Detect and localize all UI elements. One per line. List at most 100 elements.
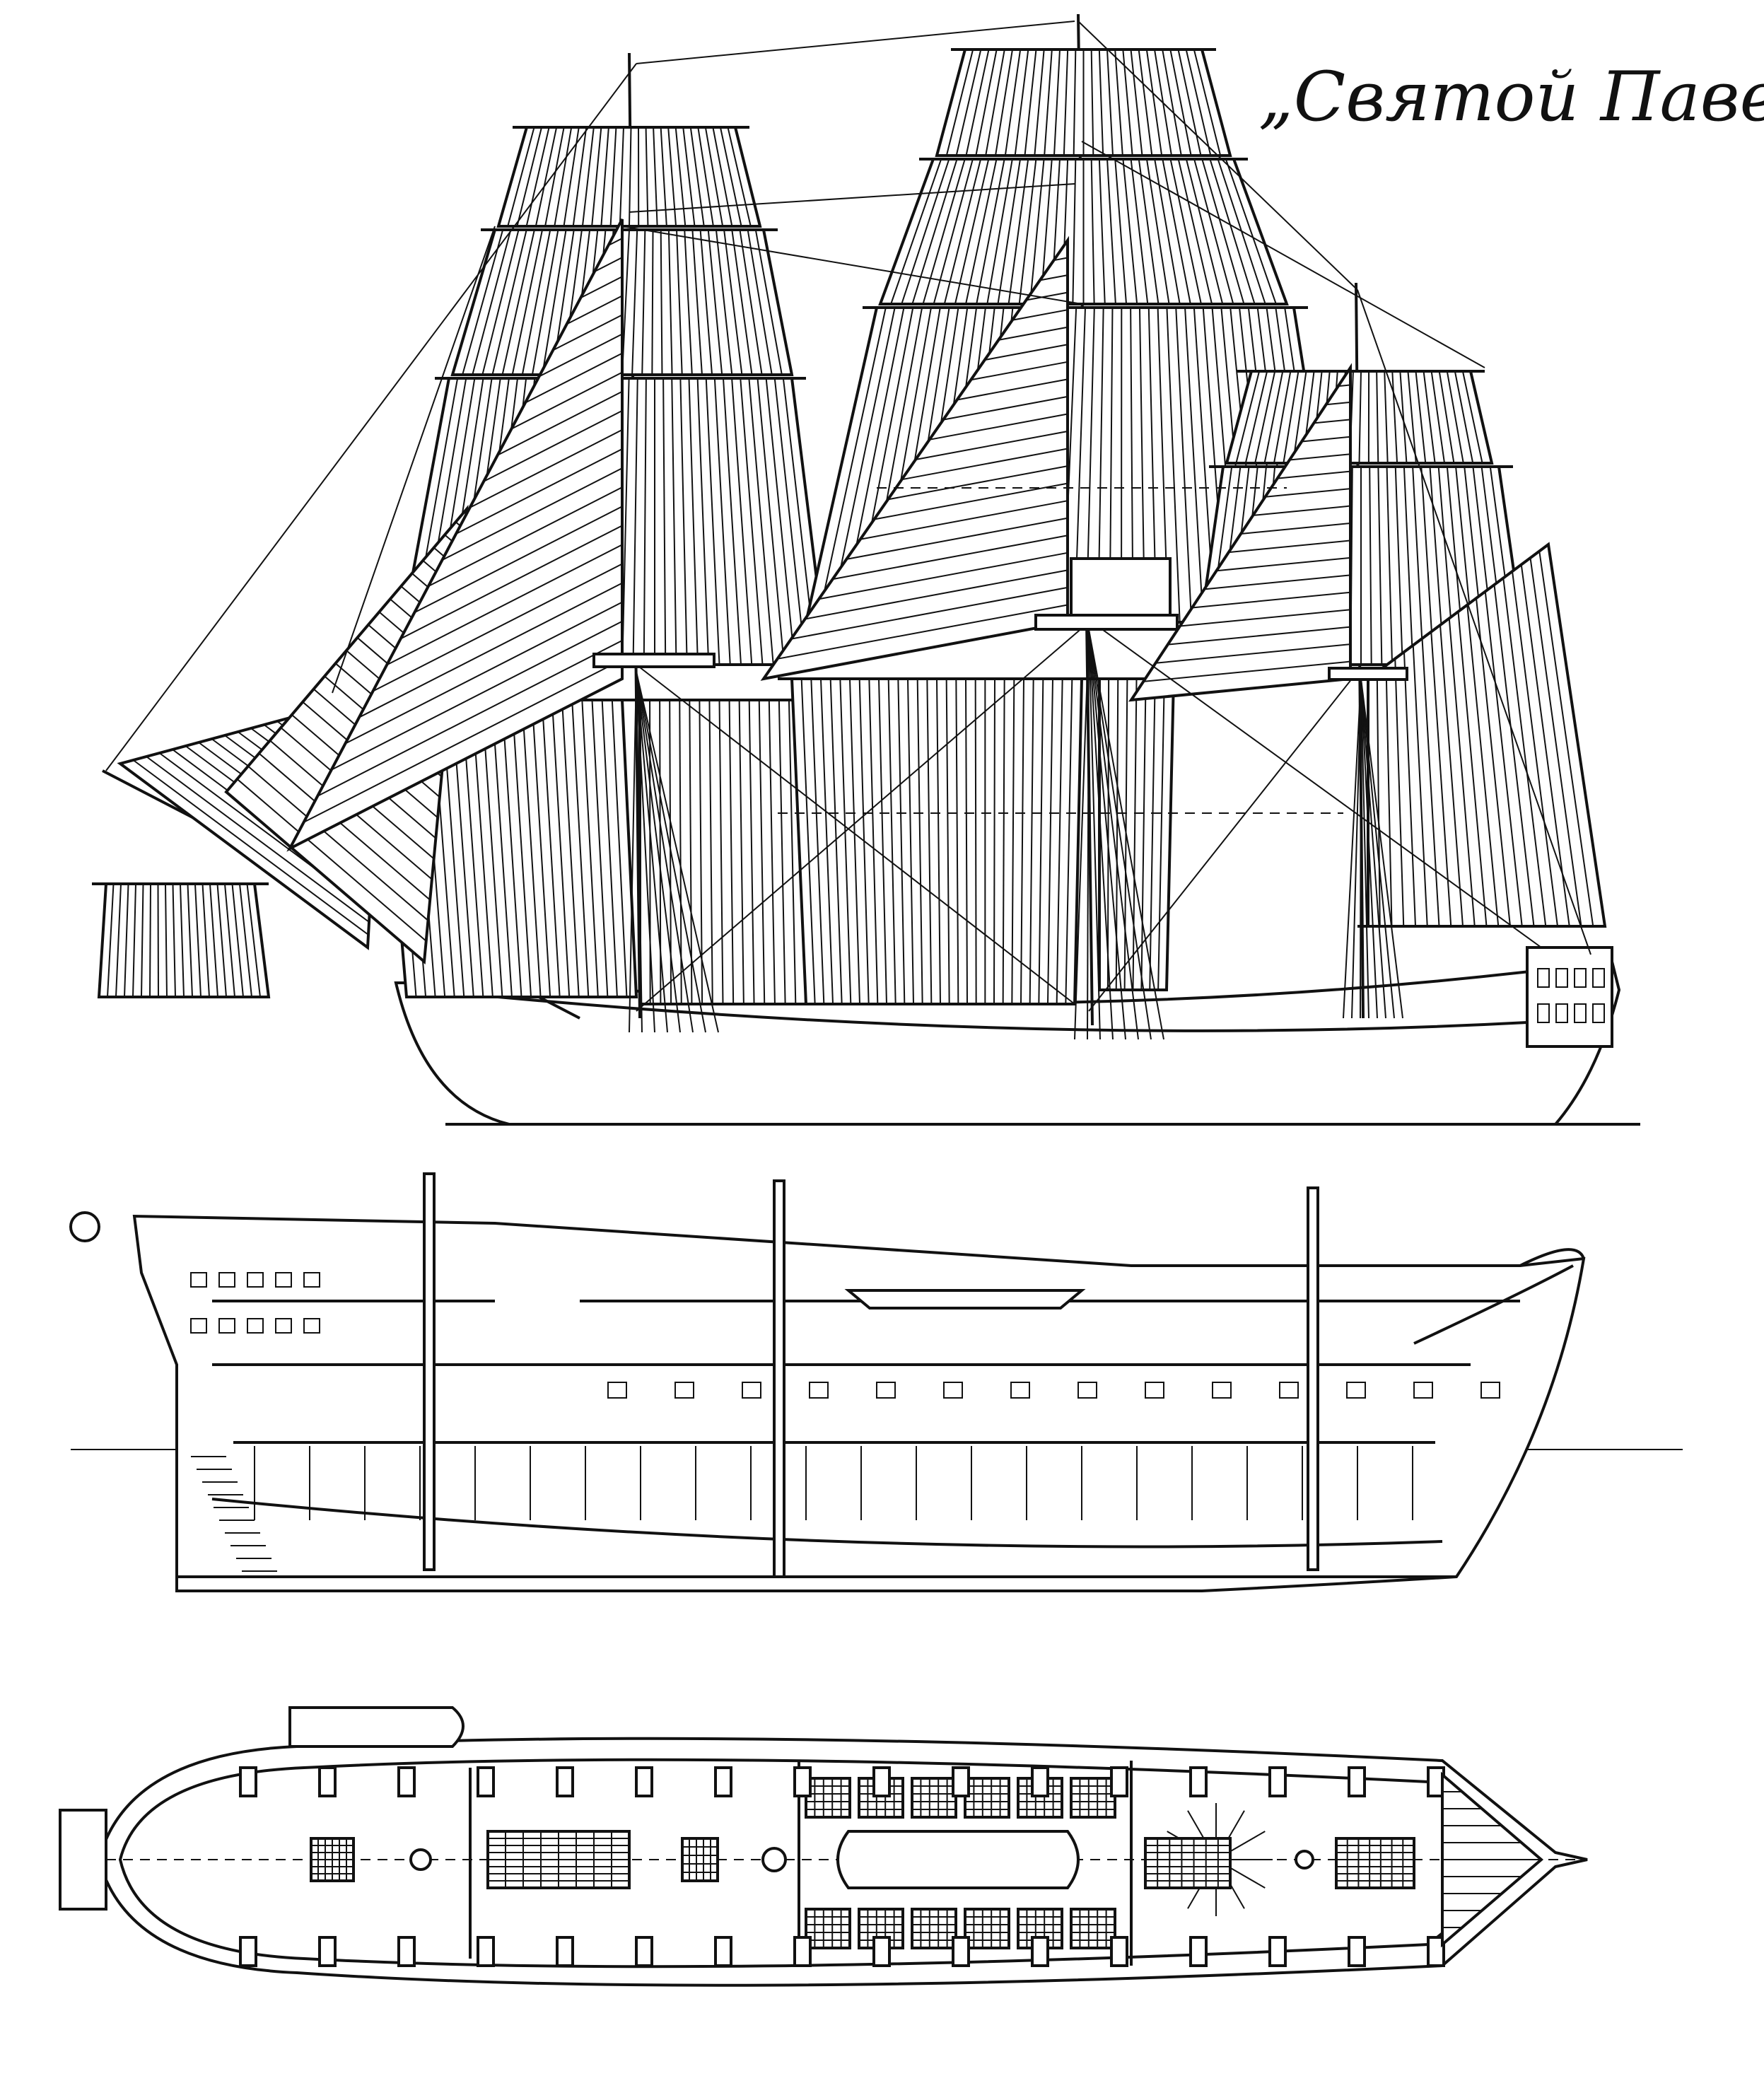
main-royal-sail-seam — [1122, 49, 1133, 156]
spritsail-sail-seam — [115, 883, 122, 998]
fore-topmast-staysail-seam — [552, 314, 623, 351]
fore-shroud — [636, 671, 681, 1033]
main-course-right-seam — [1106, 678, 1110, 991]
stern-lantern — [69, 1211, 100, 1242]
fore-topgallant-sail-seam — [667, 229, 673, 375]
main-shroud — [1087, 629, 1090, 1040]
fore-topmast-staysail-seam — [497, 390, 623, 456]
spanker-seam — [1439, 624, 1464, 927]
main-topgallant-sail-seam — [1029, 158, 1045, 305]
mizzen-staysail-seam — [1253, 505, 1351, 516]
keelson-line — [211, 1498, 1443, 1548]
fore-royal-sail-seam — [619, 127, 624, 227]
deck-gun — [397, 1936, 416, 1967]
standing-rigging — [105, 21, 1591, 1040]
fore-royal-sail-seam — [697, 127, 714, 227]
spritsail-sail-seam — [124, 883, 129, 998]
fore-royal-sail-seam — [525, 127, 550, 227]
stern-window — [303, 1272, 320, 1288]
rigging-line — [332, 226, 496, 694]
main-staysail-seam — [790, 586, 1068, 640]
spanker-seam — [1430, 631, 1452, 927]
rigging-line — [105, 63, 637, 771]
deck-gun — [1268, 1936, 1287, 1967]
spanker-seam — [1385, 665, 1393, 927]
profile-frames — [191, 1446, 1413, 1572]
fore-shroud — [636, 671, 706, 1033]
fore-course-left-seam — [561, 699, 580, 998]
spanker-seam — [1529, 557, 1582, 927]
fore-royal-sail-seam — [645, 127, 649, 227]
spritsail-sail-seam — [201, 883, 210, 998]
spritsail-sail-seam — [209, 883, 218, 998]
stern-windows — [1537, 968, 1605, 1023]
main-course-right-seam — [1149, 678, 1156, 991]
main-royal-sail-seam — [1024, 49, 1037, 156]
main-course-left-seam — [1002, 678, 1005, 1005]
main-topgallant-sail-seam — [890, 158, 942, 305]
main-staysail-seam — [929, 413, 1068, 441]
fore-royal-sail-seam — [544, 127, 565, 227]
fore-topsail-seam — [773, 378, 807, 665]
profile-cutaway — [495, 1259, 580, 1336]
fore-topgallant-sail-seam — [754, 229, 783, 375]
spritsail-sail-seam — [149, 883, 151, 998]
mizzen-topgallant-sail-seam — [1430, 371, 1446, 464]
fore-topmast-staysail-seam — [441, 467, 623, 561]
spanker-seam — [1421, 638, 1440, 927]
gun-port — [943, 1382, 963, 1399]
stern-window — [1555, 1003, 1568, 1023]
main-royal-sail-seam — [995, 49, 1013, 156]
fore-shroud — [636, 671, 719, 1033]
mizzen-topgallant-sail-seam — [1446, 371, 1464, 464]
mizzen-topgallant-sail-seam — [1244, 371, 1268, 464]
fore-topgallant-sail-seam — [542, 229, 567, 375]
fore-course-right-seam — [689, 699, 693, 1005]
mizzen-topgallant-sail-seam — [1376, 371, 1379, 464]
rigging-line — [1081, 141, 1485, 368]
mizzen-staysail-seam — [1179, 609, 1351, 627]
profile-longboat — [844, 1289, 1086, 1310]
main-topgallant-sail-seam — [943, 158, 982, 305]
fore-topgallant-sail-seam — [472, 229, 512, 375]
fore-topmast-staysail-seam — [566, 295, 623, 325]
mizzen-topgallant-sail-seam — [1415, 371, 1427, 464]
fore-course-right-seam — [778, 699, 786, 1005]
main-topgallant-sail-seam — [954, 158, 990, 305]
fore-course-left-seam — [581, 699, 599, 998]
main-royal-sail-seam — [1106, 49, 1114, 156]
fore-course-right-seam — [718, 699, 724, 1005]
main-royal-sail-seam — [1044, 49, 1053, 156]
spritsail-sail-seam — [172, 883, 176, 998]
mizzen-topsail-seam — [1369, 466, 1372, 665]
outer-jib-seam — [247, 765, 429, 921]
spanker-seam — [1512, 571, 1558, 927]
gun-port — [1145, 1382, 1164, 1399]
spritsail-sail-seam — [180, 883, 185, 998]
main-course-left-seam — [820, 678, 834, 1005]
fore-royal-sail-seam — [516, 127, 543, 227]
main-topgallant-sail-seam — [1098, 158, 1106, 305]
fore-royal-sail-seam — [727, 127, 752, 227]
main-topgallant-sail-seam — [1162, 158, 1191, 305]
mizzen-topsail-seam — [1412, 466, 1425, 665]
main-royal-sail-seam — [985, 49, 1005, 156]
main-course-left-seam — [868, 678, 879, 1005]
main-top — [1034, 614, 1179, 631]
fore-topgallant-sail-seam — [631, 229, 638, 375]
mizzen-shroud — [1351, 678, 1362, 1019]
spritsail-sail-seam — [132, 883, 136, 998]
fore-topgallant-sail-seam — [684, 229, 693, 375]
main-topgallant-sail-seam — [1090, 158, 1095, 305]
fore-topsail-seam — [688, 378, 699, 665]
fore-topmast-staysail-seam — [510, 371, 623, 430]
main-staysail-seam — [846, 517, 1068, 560]
rigging-line — [1088, 671, 1358, 1012]
main-royal-sail-seam — [1004, 49, 1022, 156]
deck-gun — [1110, 1936, 1128, 1967]
mizzen-staysail-seam — [1277, 470, 1351, 479]
stern-window — [303, 1318, 320, 1334]
main-topgallant-sail-seam — [1201, 158, 1245, 305]
main-royal-sail-seam — [1098, 49, 1104, 156]
stern-window — [1574, 968, 1587, 988]
